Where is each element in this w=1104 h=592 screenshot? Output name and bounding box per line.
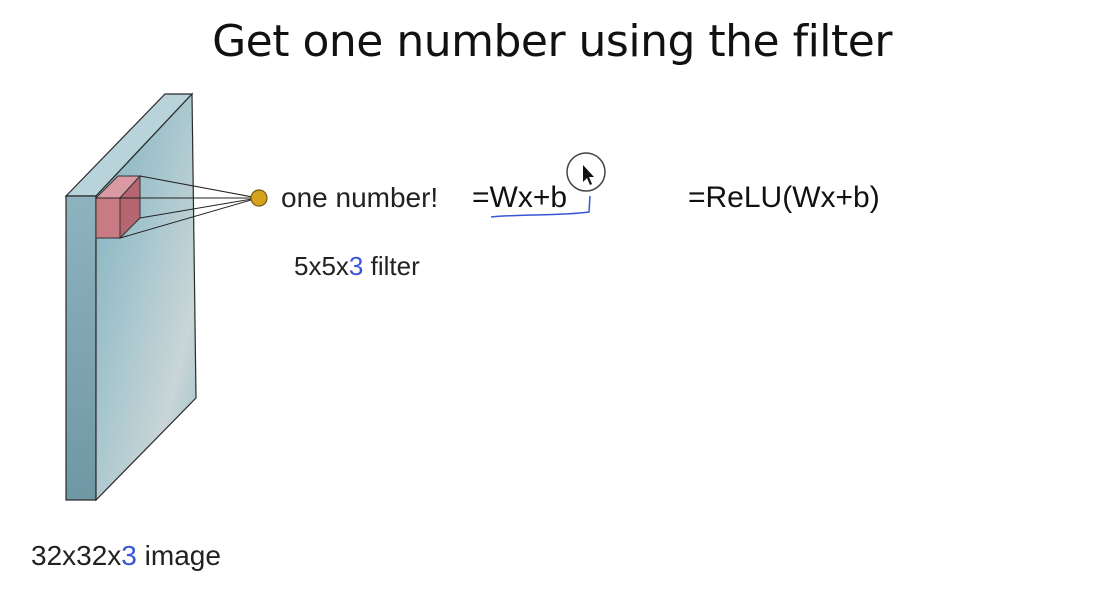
underline-annotation: [490, 195, 591, 218]
filter-depth-value: 3: [348, 251, 364, 281]
connection-line: [119, 197, 259, 239]
image-size-suffix: image: [136, 540, 221, 571]
filter-size-label: 5x5x3 filter: [294, 251, 420, 282]
filter-size-suffix: filter: [363, 251, 420, 281]
image-depth-value: 3: [121, 540, 137, 571]
input-volume: [64, 92, 197, 502]
filter-size-prefix: 5x5x: [294, 251, 349, 281]
image-size-prefix: 32x32x: [31, 540, 122, 571]
filter-cube: [94, 174, 142, 240]
filter-front-face: [95, 197, 121, 239]
filter-connection-lines: [96, 175, 259, 239]
relu-equation-label: =ReLU(Wx+b): [688, 181, 880, 214]
image-size-label: 32x32x3 image: [31, 540, 221, 572]
equation-label: =Wx+b: [472, 181, 568, 214]
output-neuron-dot: [250, 189, 268, 207]
volume-side-face: [65, 195, 97, 501]
slide-title: Get one number using the filter: [212, 16, 892, 67]
connection-line: [139, 197, 259, 219]
cursor-arrow-icon: [566, 152, 606, 192]
output-label: one number!: [281, 182, 439, 213]
connection-line: [139, 175, 259, 199]
